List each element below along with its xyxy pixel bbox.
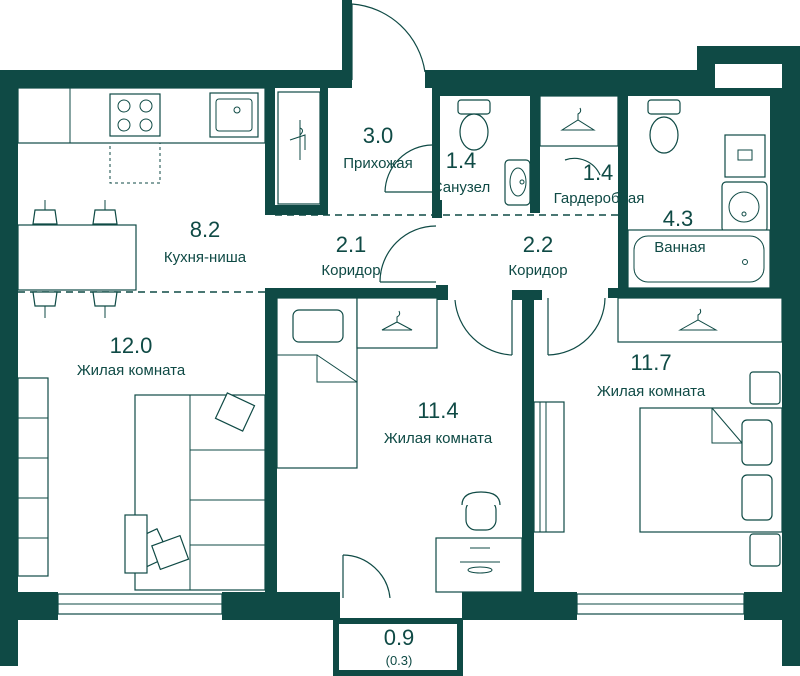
- corridor2-area: 2.2: [523, 232, 554, 257]
- kitchen-name: Кухня-ниша: [164, 249, 247, 266]
- desk-icon: [435, 537, 523, 593]
- chair-icon: [461, 491, 501, 531]
- bathroom-name: Ванная: [654, 239, 705, 256]
- balcony-coef: (0.3): [386, 653, 413, 668]
- corridor1-area: 2.1: [336, 232, 367, 257]
- windows: [57, 593, 745, 615]
- bed-icon: [276, 297, 358, 469]
- toilet-icon: [647, 99, 681, 154]
- living1-area: 12.0: [110, 333, 153, 358]
- hallway-area: 3.0: [363, 123, 394, 148]
- living1-name: Жилая комната: [77, 362, 186, 379]
- kitchen-area: 8.2: [190, 217, 221, 242]
- dining-table-icon: [17, 200, 137, 318]
- stove-icon: [109, 93, 161, 184]
- door-icon: [342, 3, 606, 599]
- room-labels: 3.0 Прихожая 1.4 Санузел 1.4 Гардеробная…: [77, 123, 706, 668]
- washing-machine-icon: [724, 134, 766, 178]
- hanger-icon: [617, 297, 783, 343]
- shelf: [17, 377, 49, 577]
- toilet-icon: [457, 99, 491, 151]
- corridor2-name: Коридор: [508, 262, 567, 279]
- wardrobe-name: Гардеробная: [554, 190, 645, 207]
- zone-dividers: [18, 214, 618, 293]
- hanger-icon: [539, 95, 619, 147]
- corridor1-name: Коридор: [321, 262, 380, 279]
- washbasin-icon: [504, 159, 531, 206]
- hallway-name: Прихожая: [343, 155, 413, 172]
- bed-icon: [639, 371, 783, 567]
- bathtub-icon: [627, 229, 771, 289]
- sofa-icon: [124, 392, 266, 591]
- wc-area: 1.4: [446, 148, 477, 173]
- living3-area: 11.7: [630, 350, 671, 375]
- hanger-icon: [356, 297, 438, 349]
- balcony-area: 0.9: [384, 625, 415, 650]
- washbasin-icon: [721, 181, 768, 233]
- wardrobe-area: 1.4: [583, 160, 614, 185]
- living2-name: Жилая комната: [384, 430, 493, 447]
- wc-name: Санузел: [432, 179, 490, 196]
- living2-area: 11.4: [417, 398, 458, 423]
- sink-icon: [209, 92, 259, 138]
- bathroom-area: 4.3: [663, 206, 694, 231]
- living3-name: Жилая комната: [597, 383, 706, 400]
- hanger-icon: [277, 91, 321, 205]
- shelf: [533, 401, 565, 533]
